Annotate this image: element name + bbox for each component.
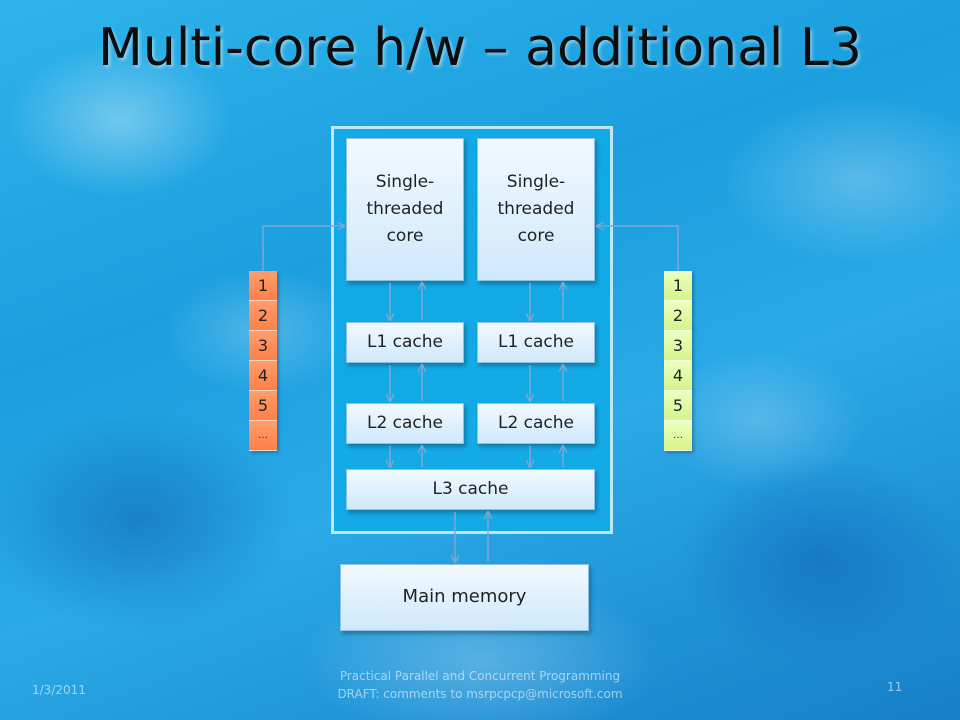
core-1-label: Single-threaded core [366,171,444,247]
footer-text-line-2: DRAFT: comments to msrpcpcp@microsoft.co… [337,687,623,701]
right-thread-item: … [664,421,692,451]
l3-cache-label: L3 cache [432,478,509,499]
l2-cache-1: L2 cache [346,403,464,444]
l1-cache-2: L1 cache [477,322,595,363]
footer-text: Practical Parallel and Concurrent Progra… [280,667,680,703]
core-2-label: Single-threaded core [497,171,575,247]
slide-title: Multi-core h/w – additional L3 [98,18,862,78]
right-thread-item: 3 [664,331,692,361]
l3-cache: L3 cache [346,469,595,510]
right-thread-item: 4 [664,361,692,391]
left-thread-item: … [249,421,277,451]
footer-text-line-1: Practical Parallel and Concurrent Progra… [339,669,621,683]
right-thread-item: 2 [664,301,692,331]
l2-cache-2: L2 cache [477,403,595,444]
left-thread-item: 1 [249,271,277,301]
footer-page-number: 11 [887,680,903,694]
l2-cache-1-label: L2 cache [366,412,444,433]
l1-cache-1: L1 cache [346,322,464,363]
l1-cache-2-label: L1 cache [497,331,575,352]
left-thread-item: 4 [249,361,277,391]
footer-date: 1/3/2011 [32,683,86,697]
main-memory: Main memory [340,564,589,631]
main-memory-label: Main memory [402,586,527,608]
right-thread-instruction-stream: 1 2 3 4 5 … [664,271,692,451]
l1-cache-1-label: L1 cache [366,331,444,352]
right-thread-item: 1 [664,271,692,301]
left-thread-item: 2 [249,301,277,331]
left-thread-instruction-stream: 1 2 3 4 5 … [249,271,277,451]
core-2: Single-threaded core [477,138,595,281]
right-thread-item: 5 [664,391,692,421]
core-1: Single-threaded core [346,138,464,281]
l2-cache-2-label: L2 cache [497,412,575,433]
left-thread-item: 5 [249,391,277,421]
left-thread-item: 3 [249,331,277,361]
